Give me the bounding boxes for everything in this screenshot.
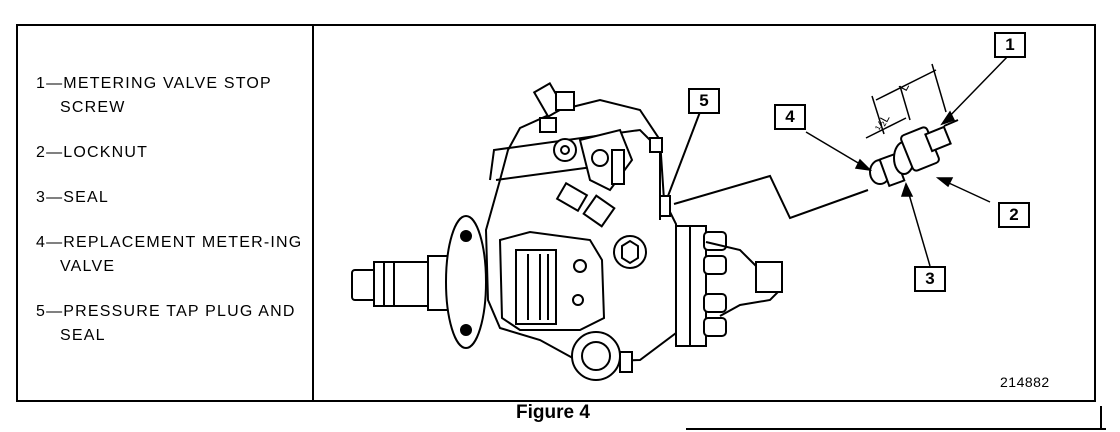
- leader-line-connect: [673, 174, 869, 220]
- bottom-fitting: [571, 331, 633, 381]
- dimension-label-half-l: ½L: [872, 112, 892, 134]
- upper-fittings: [532, 82, 663, 228]
- legend-item-1: 1—METERING VALVE STOP SCREW: [36, 75, 272, 116]
- drawing-number: 214882: [1000, 374, 1050, 390]
- hydraulic-head: [675, 225, 783, 347]
- drive-shaft: [351, 255, 455, 311]
- mounting-flange: [445, 215, 487, 349]
- callout-3: 3: [914, 266, 946, 292]
- dimension-lines: [865, 63, 947, 139]
- next-box-right-border: [1100, 406, 1102, 430]
- injection-pump-drawing: L ½L: [351, 53, 1011, 381]
- leader-line-5: [667, 111, 701, 197]
- legend-item-3: 3—SEAL: [36, 189, 110, 206]
- legend-item-4: 4—REPLACEMENT METER-ING VALVE: [36, 234, 303, 275]
- parts-legend: 1—METERING VALVE STOP SCREW 2—LOCKNUT 3—…: [36, 72, 306, 369]
- legend-item-2: 2—LOCKNUT: [36, 144, 149, 161]
- dimension-label-l: L: [895, 80, 912, 93]
- cover-plate: [498, 230, 606, 331]
- hex-plug: [613, 235, 647, 269]
- figure-caption: Figure 4: [516, 402, 590, 423]
- callout-4: 4: [774, 104, 806, 130]
- callout-1: 1: [994, 32, 1026, 58]
- next-box-top-border: [686, 428, 1106, 430]
- metering-valve-assembly: [869, 119, 959, 188]
- legend-divider: [312, 26, 314, 400]
- pressure-tap-plug: [659, 195, 671, 217]
- callout-5: 5: [688, 88, 720, 114]
- callout-arrows: [805, 53, 1011, 267]
- figure-frame: [16, 24, 1096, 402]
- callout-2: 2: [998, 202, 1030, 228]
- legend-item-5: 5—PRESSURE TAP PLUG AND SEAL: [36, 303, 296, 344]
